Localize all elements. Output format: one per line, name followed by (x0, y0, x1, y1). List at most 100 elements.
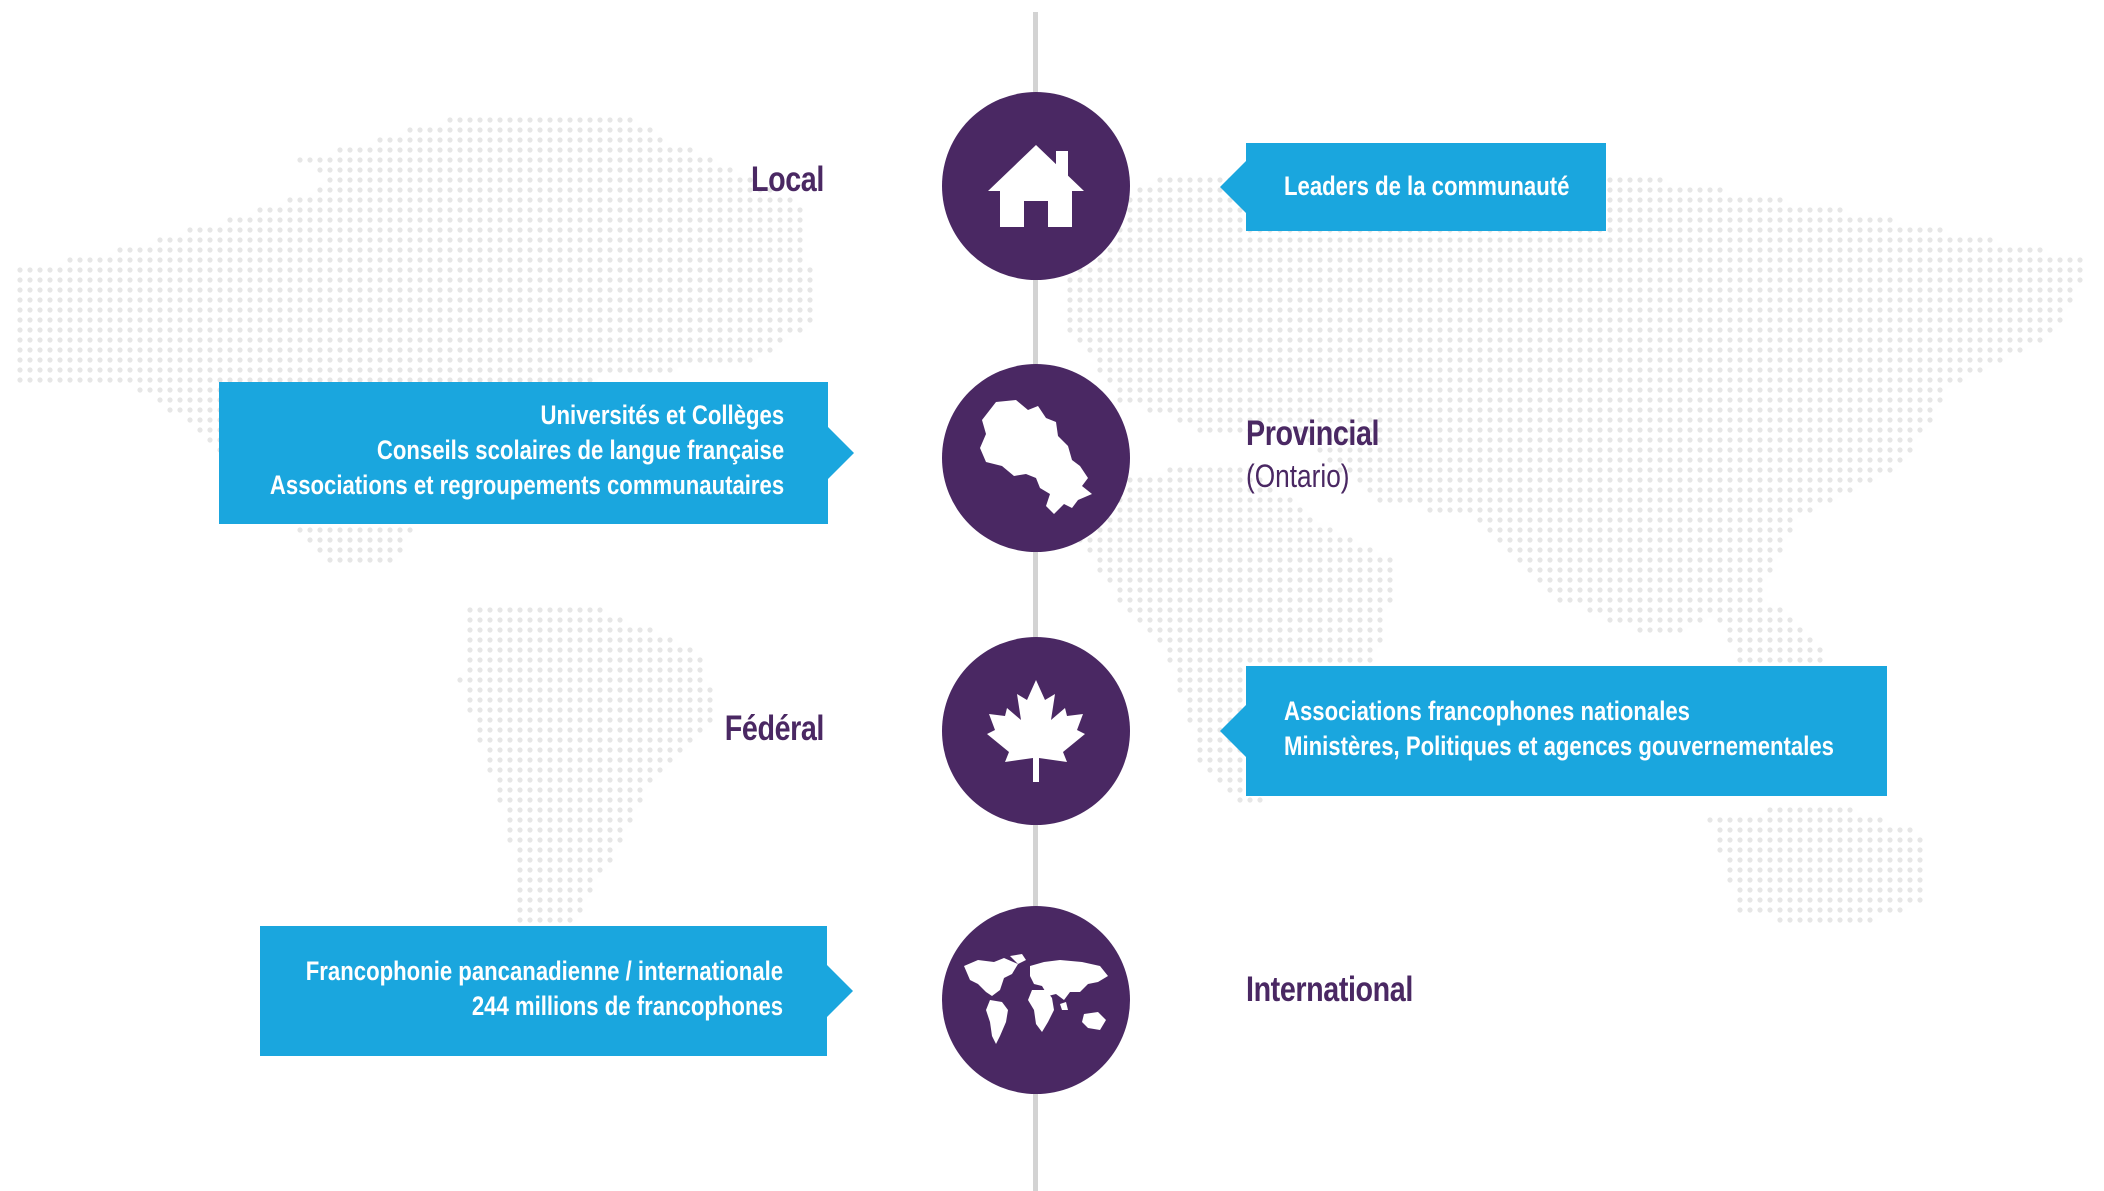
map-dot (1597, 287, 1603, 293)
map-dot (1297, 417, 1303, 423)
map-dot (1867, 357, 1873, 363)
map-dot (417, 297, 423, 303)
map-dot (1807, 357, 1813, 363)
map-dot (447, 227, 453, 233)
map-dot (157, 317, 163, 323)
map-dot (407, 277, 413, 283)
map-dot (1607, 377, 1613, 383)
map-dot (1067, 317, 1073, 323)
map-dot (77, 357, 83, 363)
map-dot (1637, 447, 1643, 453)
map-dot (1337, 417, 1343, 423)
map-dot (1427, 447, 1433, 453)
map-dot (1357, 407, 1363, 413)
map-dot (177, 297, 183, 303)
map-dot (1167, 177, 1173, 183)
map-dot (627, 247, 633, 253)
map-dot (1357, 397, 1363, 403)
map-dot (587, 277, 593, 283)
map-dot (497, 327, 503, 333)
map-dot (1287, 257, 1293, 263)
map-dot (1197, 487, 1203, 493)
map-dot (1387, 487, 1393, 493)
map-dot (527, 217, 533, 223)
map-dot (707, 277, 713, 283)
map-dot (1817, 377, 1823, 383)
map-dot (1667, 397, 1673, 403)
map-dot (477, 227, 483, 233)
map-dot (737, 227, 743, 233)
map-dot (1887, 257, 1893, 263)
map-dot (37, 267, 43, 273)
map-dot (477, 327, 483, 333)
map-dot (1267, 527, 1273, 533)
map-dot (797, 217, 803, 223)
map-dot (1347, 437, 1353, 443)
map-dot (1687, 487, 1693, 493)
map-dot (1587, 327, 1593, 333)
map-dot (1617, 527, 1623, 533)
map-dot (477, 187, 483, 193)
map-dot (1257, 527, 1263, 533)
map-dot (417, 267, 423, 273)
map-dot (217, 297, 223, 303)
map-dot (1217, 367, 1223, 373)
map-dot (1617, 247, 1623, 253)
map-dot (1647, 417, 1653, 423)
map-dot (1867, 367, 1873, 373)
map-dot (1927, 227, 1933, 233)
map-dot (1647, 467, 1653, 473)
map-dot (1577, 237, 1583, 243)
map-dot (1437, 417, 1443, 423)
map-dot (1787, 267, 1793, 273)
map-dot (1447, 317, 1453, 323)
map-dot (1557, 307, 1563, 313)
map-dot (207, 367, 213, 373)
map-dot (17, 347, 23, 353)
map-dot (47, 337, 53, 343)
map-dot (1687, 387, 1693, 393)
map-dot (527, 247, 533, 253)
map-dot (637, 277, 643, 283)
map-dot (317, 217, 323, 223)
map-dot (647, 247, 653, 253)
map-dot (1567, 277, 1573, 283)
map-dot (67, 377, 73, 383)
map-dot (1577, 427, 1583, 433)
map-dot (1567, 337, 1573, 343)
map-dot (1717, 257, 1723, 263)
map-dot (1757, 367, 1763, 373)
map-dot (107, 327, 113, 333)
map-dot (1497, 467, 1503, 473)
map-dot (1877, 237, 1883, 243)
map-dot (737, 297, 743, 303)
map-dot (1457, 277, 1463, 283)
map-dot (687, 247, 693, 253)
map-dot (1467, 237, 1473, 243)
map-dot (1727, 407, 1733, 413)
map-dot (1567, 367, 1573, 373)
map-dot (217, 377, 223, 383)
map-dot (1857, 407, 1863, 413)
map-dot (567, 157, 573, 163)
map-dot (27, 357, 33, 363)
map-dot (457, 227, 463, 233)
map-dot (507, 227, 513, 233)
map-dot (1297, 237, 1303, 243)
map-dot (1837, 337, 1843, 343)
map-dot (1117, 287, 1123, 293)
map-dot (397, 157, 403, 163)
map-dot (597, 117, 603, 123)
map-dot (677, 197, 683, 203)
map-dot (1457, 447, 1463, 453)
map-dot (1247, 477, 1253, 483)
map-dot (1427, 317, 1433, 323)
map-dot (797, 267, 803, 273)
map-dot (1477, 417, 1483, 423)
map-dot (1787, 417, 1793, 423)
map-dot (1747, 377, 1753, 383)
map-dot (547, 167, 553, 173)
map-dot (507, 257, 513, 263)
map-dot (1097, 357, 1103, 363)
map-dot (1547, 287, 1553, 293)
